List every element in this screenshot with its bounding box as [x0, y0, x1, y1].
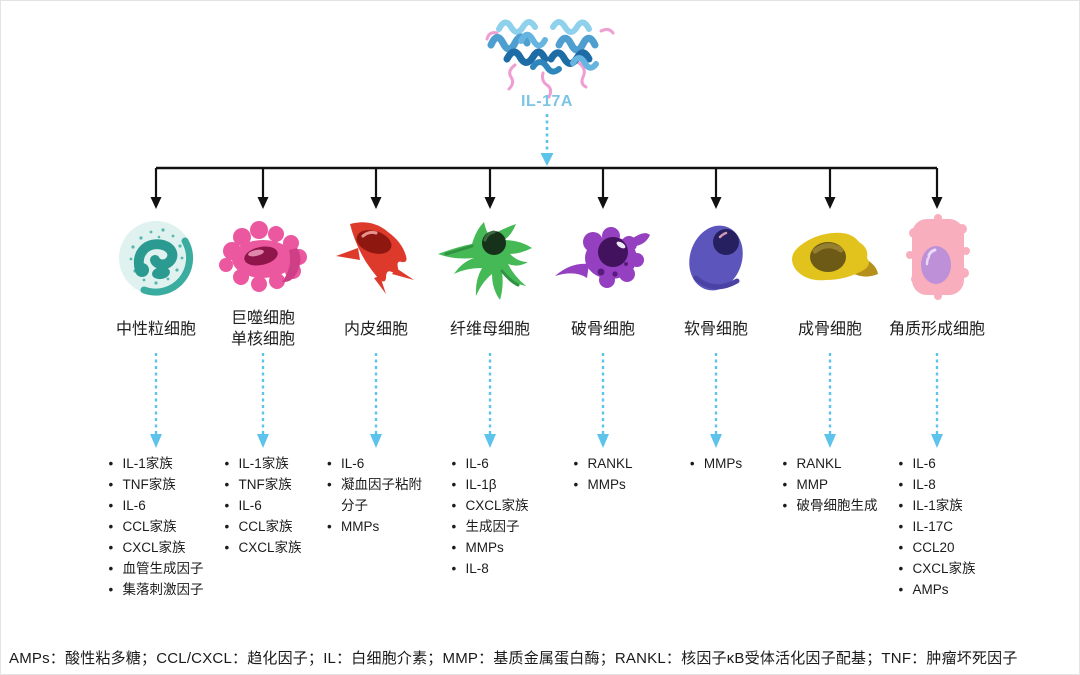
cell-art-box [867, 211, 1007, 305]
factor-list: RANKL MMP 破骨细胞生成 [760, 453, 900, 516]
list-item: MMPs [573, 474, 632, 495]
factor-list: MMPs [646, 453, 786, 474]
list-item: IL-17C [898, 516, 975, 537]
protein-name-label: IL-17A [521, 93, 573, 110]
cell-art-box [533, 211, 673, 305]
list-item: CXCL家族 [451, 495, 528, 516]
neutrophil-cell-icon [119, 221, 194, 296]
il17a-protein-ribbon-icon [485, 19, 615, 99]
list-item: IL-1家族 [224, 453, 301, 474]
list-item: IL-6 [109, 495, 204, 516]
list-item: IL-6 [327, 453, 425, 474]
endothelial-cell-icon [336, 222, 414, 294]
list-item: MMPs [690, 453, 742, 474]
factor-list: IL-6 IL-1β CXCL家族 生成因子 MMPs IL-8 [420, 453, 560, 579]
cell-label: 破骨细胞 [570, 320, 635, 338]
list-item: IL-6 [224, 495, 301, 516]
list-item: CCL20 [898, 537, 975, 558]
list-item: CCL家族 [224, 516, 301, 537]
chondrocyte-cell-icon [689, 225, 743, 291]
osteoclast-cell-icon [555, 227, 650, 288]
list-item: CXCL家族 [109, 537, 204, 558]
keratinocyte-cell-icon [906, 214, 970, 300]
cell-label: 巨噬细胞 单核细胞 [230, 310, 295, 348]
list-item: IL-8 [898, 474, 975, 495]
list-item: RANKL [783, 453, 878, 474]
dashed-down-arrow-icon [710, 353, 722, 448]
cell-art-box [86, 211, 226, 305]
list-item: CXCL家族 [898, 558, 975, 579]
factor-list: RANKL MMPs [533, 453, 673, 495]
fibroblast-cell-icon [438, 222, 532, 300]
dashed-down-arrow-icon [150, 353, 162, 448]
dashed-down-arrow-icon [931, 353, 943, 448]
cell-label: 内皮细胞 [343, 320, 408, 338]
branch-connector-tree [150, 166, 943, 209]
cell-label: 角质形成细胞 [888, 320, 985, 338]
abbreviation-legend: AMPs：酸性粘多糖；CCL/CXCL：趋化因子；IL：白细胞介素；MMP：基质… [9, 650, 1018, 667]
dashed-down-arrow-icon [257, 353, 269, 448]
cell-label: 中性粒细胞 [115, 320, 196, 338]
cell-art-box [193, 211, 333, 305]
list-item: TNF家族 [109, 474, 204, 495]
list-item: MMPs [451, 537, 528, 558]
list-item: IL-1β [451, 474, 528, 495]
dashed-down-arrow-icon [370, 353, 382, 448]
factor-list: IL-6 IL-8 IL-1家族 IL-17C CCL20 CXCL家族 AMP… [867, 453, 1007, 600]
cell-art-box [420, 211, 560, 305]
factor-list: IL-6 凝血因子粘附分子 MMPs [306, 453, 446, 537]
cell-label: 纤维母细胞 [449, 320, 530, 338]
list-item: CCL家族 [109, 516, 204, 537]
list-item: 凝血因子粘附分子 [327, 474, 425, 516]
osteoblast-cell-icon [792, 232, 878, 281]
dashed-down-arrow-icon [597, 353, 609, 448]
list-item: 集落刺激因子 [109, 579, 204, 600]
cell-art-box [306, 211, 446, 305]
cell-art-box [760, 211, 900, 305]
list-item: 血管生成因子 [109, 558, 204, 579]
list-item: IL-1家族 [109, 453, 204, 474]
cell-label: 软骨细胞 [683, 320, 748, 338]
list-item: IL-6 [451, 453, 528, 474]
list-item: RANKL [573, 453, 632, 474]
list-item: AMPs [898, 579, 975, 600]
cell-art-box [646, 211, 786, 305]
macrophage-monocyte-cell-icon [219, 221, 307, 292]
dashed-down-arrow-icon [484, 353, 496, 448]
factor-list: IL-1家族 TNF家族 IL-6 CCL家族 CXCL家族 血管生成因子 集落… [86, 453, 226, 600]
list-item: IL-8 [451, 558, 528, 579]
list-item: CXCL家族 [224, 537, 301, 558]
il17a-down-dashed-arrow-icon [540, 114, 554, 166]
list-item: TNF家族 [224, 474, 301, 495]
cell-label: 成骨细胞 [797, 320, 862, 338]
list-item: IL-1家族 [898, 495, 975, 516]
list-item: 破骨细胞生成 [783, 495, 878, 516]
factor-list: IL-1家族 TNF家族 IL-6 CCL家族 CXCL家族 [193, 453, 333, 558]
list-item: 生成因子 [451, 516, 528, 537]
list-item: MMP [783, 474, 878, 495]
dashed-down-arrow-icon [824, 353, 836, 448]
list-item: MMPs [327, 516, 425, 537]
list-item: IL-6 [898, 453, 975, 474]
